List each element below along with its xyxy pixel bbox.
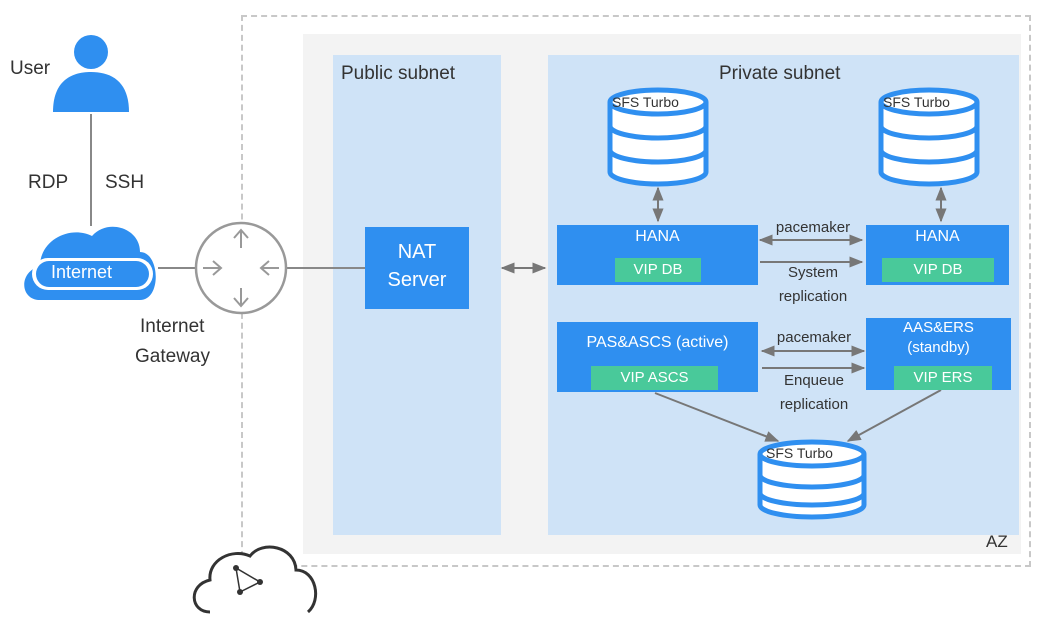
private-subnet-title: Private subnet: [719, 63, 841, 84]
pas-sfs-arrow: [654, 392, 780, 442]
user-label: User: [10, 58, 51, 79]
gateway-label-line1: Internet: [140, 316, 205, 337]
pacemaker-label: pacemaker: [775, 219, 851, 236]
aas-sfs-arrow: [846, 389, 942, 442]
aas-ers-line1: AAS&ERS: [903, 319, 974, 336]
sfs-turbo-label: SFS Turbo: [883, 94, 950, 110]
az-label: AZ: [986, 532, 1008, 551]
vip-db-badge: VIP DB: [615, 258, 701, 282]
vpc-cloud-icon: [192, 545, 318, 614]
enqueue-line1: Enqueue: [783, 372, 845, 389]
gateway-label-line2: Gateway: [135, 346, 210, 367]
sfs-turbo-label: SFS Turbo: [766, 445, 833, 461]
sfs-turbo-storage-icon: [757, 439, 867, 520]
pas-ascs-label: PAS&ASCS (active): [586, 334, 729, 351]
vip-ascs-badge: VIP ASCS: [591, 366, 718, 390]
aas-ers-line2: (standby): [907, 339, 970, 356]
hana-label: HANA: [915, 228, 960, 245]
sfs-turbo-label: SFS Turbo: [612, 94, 679, 110]
vip-db-badge: VIP DB: [882, 258, 994, 282]
ssh-label: SSH: [105, 172, 145, 193]
system-replication-line1: System: [787, 264, 838, 281]
system-replication-line2: replication: [778, 288, 848, 305]
sfs-turbo-storage-icon: [607, 87, 709, 187]
public-subnet-title: Public subnet: [341, 63, 456, 84]
rdp-label: RDP: [28, 172, 69, 193]
nat-server-node: NAT Server: [365, 227, 469, 309]
nat-label-line2: Server: [387, 269, 447, 291]
enqueue-line2: replication: [779, 396, 849, 413]
internet-cloud-icon: [24, 226, 156, 300]
router-icon: [194, 221, 288, 315]
nat-label-line1: NAT: [397, 241, 437, 263]
internet-label: Internet: [51, 262, 113, 282]
sfs-turbo-storage-icon: [878, 87, 980, 187]
hana-label: HANA: [635, 228, 680, 245]
pas-ascs-node: PAS&ASCS (active): [557, 322, 758, 392]
vip-ers-badge: VIP ERS: [894, 366, 992, 390]
user-icon: [53, 35, 129, 112]
pacemaker-label: pacemaker: [776, 329, 852, 346]
